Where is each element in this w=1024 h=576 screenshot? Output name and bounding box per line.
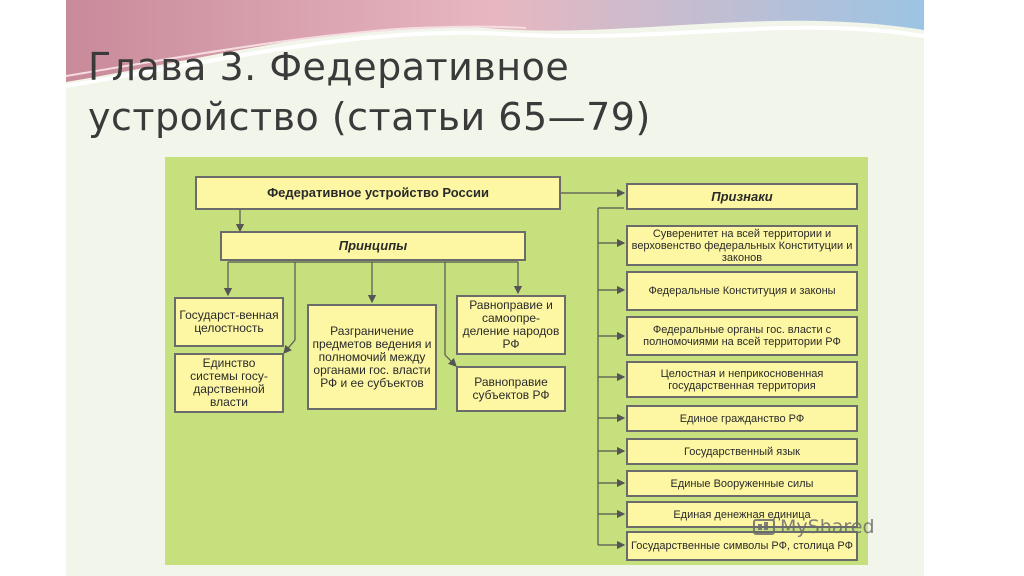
myshared-logo-icon xyxy=(753,519,775,535)
watermark-text: MyShared xyxy=(780,516,875,538)
sign-item: Единое гражданство РФ xyxy=(626,405,858,432)
sign-item: Федеральные Конституция и законы xyxy=(626,271,858,311)
signs-header: Признаки xyxy=(626,183,858,210)
principles-header: Принципы xyxy=(220,231,526,261)
principle-item: Разграничение предметов ведения и полном… xyxy=(307,304,437,410)
root-node: Федеративное устройство России xyxy=(195,176,561,210)
principle-item: Государст-венная целостность xyxy=(174,297,284,347)
myshared-watermark: MyShared xyxy=(752,516,875,538)
sign-item: Суверенитет на всей территории и верхове… xyxy=(626,225,858,266)
title-line-2: устройство (статьи 65—79) xyxy=(88,95,651,139)
principle-item: Единство системы госу-дарственной власти xyxy=(174,353,284,413)
sign-item: Государственный язык xyxy=(626,438,858,465)
sign-item: Федеральные органы гос. власти с полномо… xyxy=(626,316,858,356)
principle-item: Равноправие субъектов РФ xyxy=(456,366,566,412)
sign-item: Единые Вооруженные силы xyxy=(626,470,858,497)
principle-item: Равноправие и самоопре-деление народов Р… xyxy=(456,295,566,355)
slide-title: Глава 3. Федеративное устройство (статьи… xyxy=(88,42,788,142)
sign-item: Государственные символы РФ, столица РФ xyxy=(626,531,858,561)
sign-item: Единая денежная единица xyxy=(626,501,858,528)
header-wave-decoration xyxy=(66,0,924,88)
sign-item: Целостная и неприкосновенная государстве… xyxy=(626,361,858,398)
title-line-1: Глава 3. Федеративное xyxy=(88,45,570,89)
